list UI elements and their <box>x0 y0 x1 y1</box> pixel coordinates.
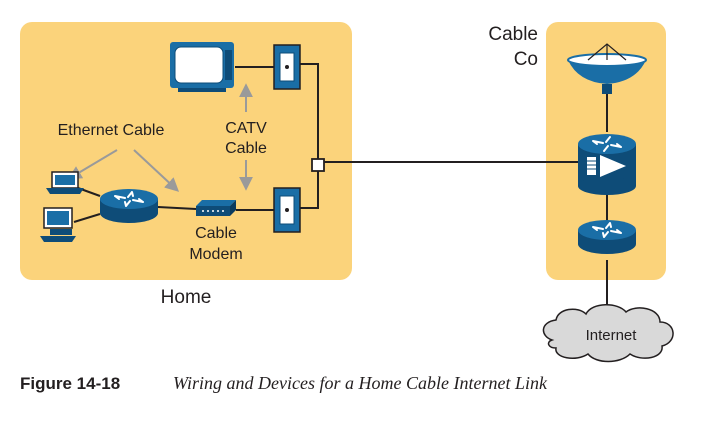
wall-jack-icon <box>273 187 301 233</box>
coax-wiring <box>73 63 608 318</box>
desktop-pc-icon <box>40 207 76 242</box>
satellite-dish-icon <box>567 43 647 94</box>
laptop-icon <box>46 171 84 194</box>
cable-co-label-line1: Cable <box>488 24 538 45</box>
figure-number: Figure 14-18 <box>20 374 120 393</box>
router-icon <box>577 219 637 255</box>
router-icon <box>99 188 159 224</box>
splitter-icon <box>311 158 325 172</box>
tv-icon <box>170 42 234 92</box>
ethernet-cable-label: Ethernet Cable <box>58 122 165 139</box>
figure-title: Wiring and Devices for a Home Cable Inte… <box>173 373 548 393</box>
cmts-icon <box>578 134 636 195</box>
cable-modem-icon <box>196 200 236 216</box>
cable-modem-label-line1: Cable <box>195 225 237 242</box>
wall-jack-icon <box>273 44 301 90</box>
internet-cloud-icon <box>542 304 674 363</box>
cable-co-label-line2: Co <box>514 49 538 70</box>
internet-label: Internet <box>586 327 638 344</box>
catv-cable-label-line2: Cable <box>225 140 267 157</box>
cable-modem-label-line2: Modem <box>189 246 242 263</box>
home-label: Home <box>161 287 212 308</box>
catv-cable-label-line1: CATV <box>225 120 267 137</box>
